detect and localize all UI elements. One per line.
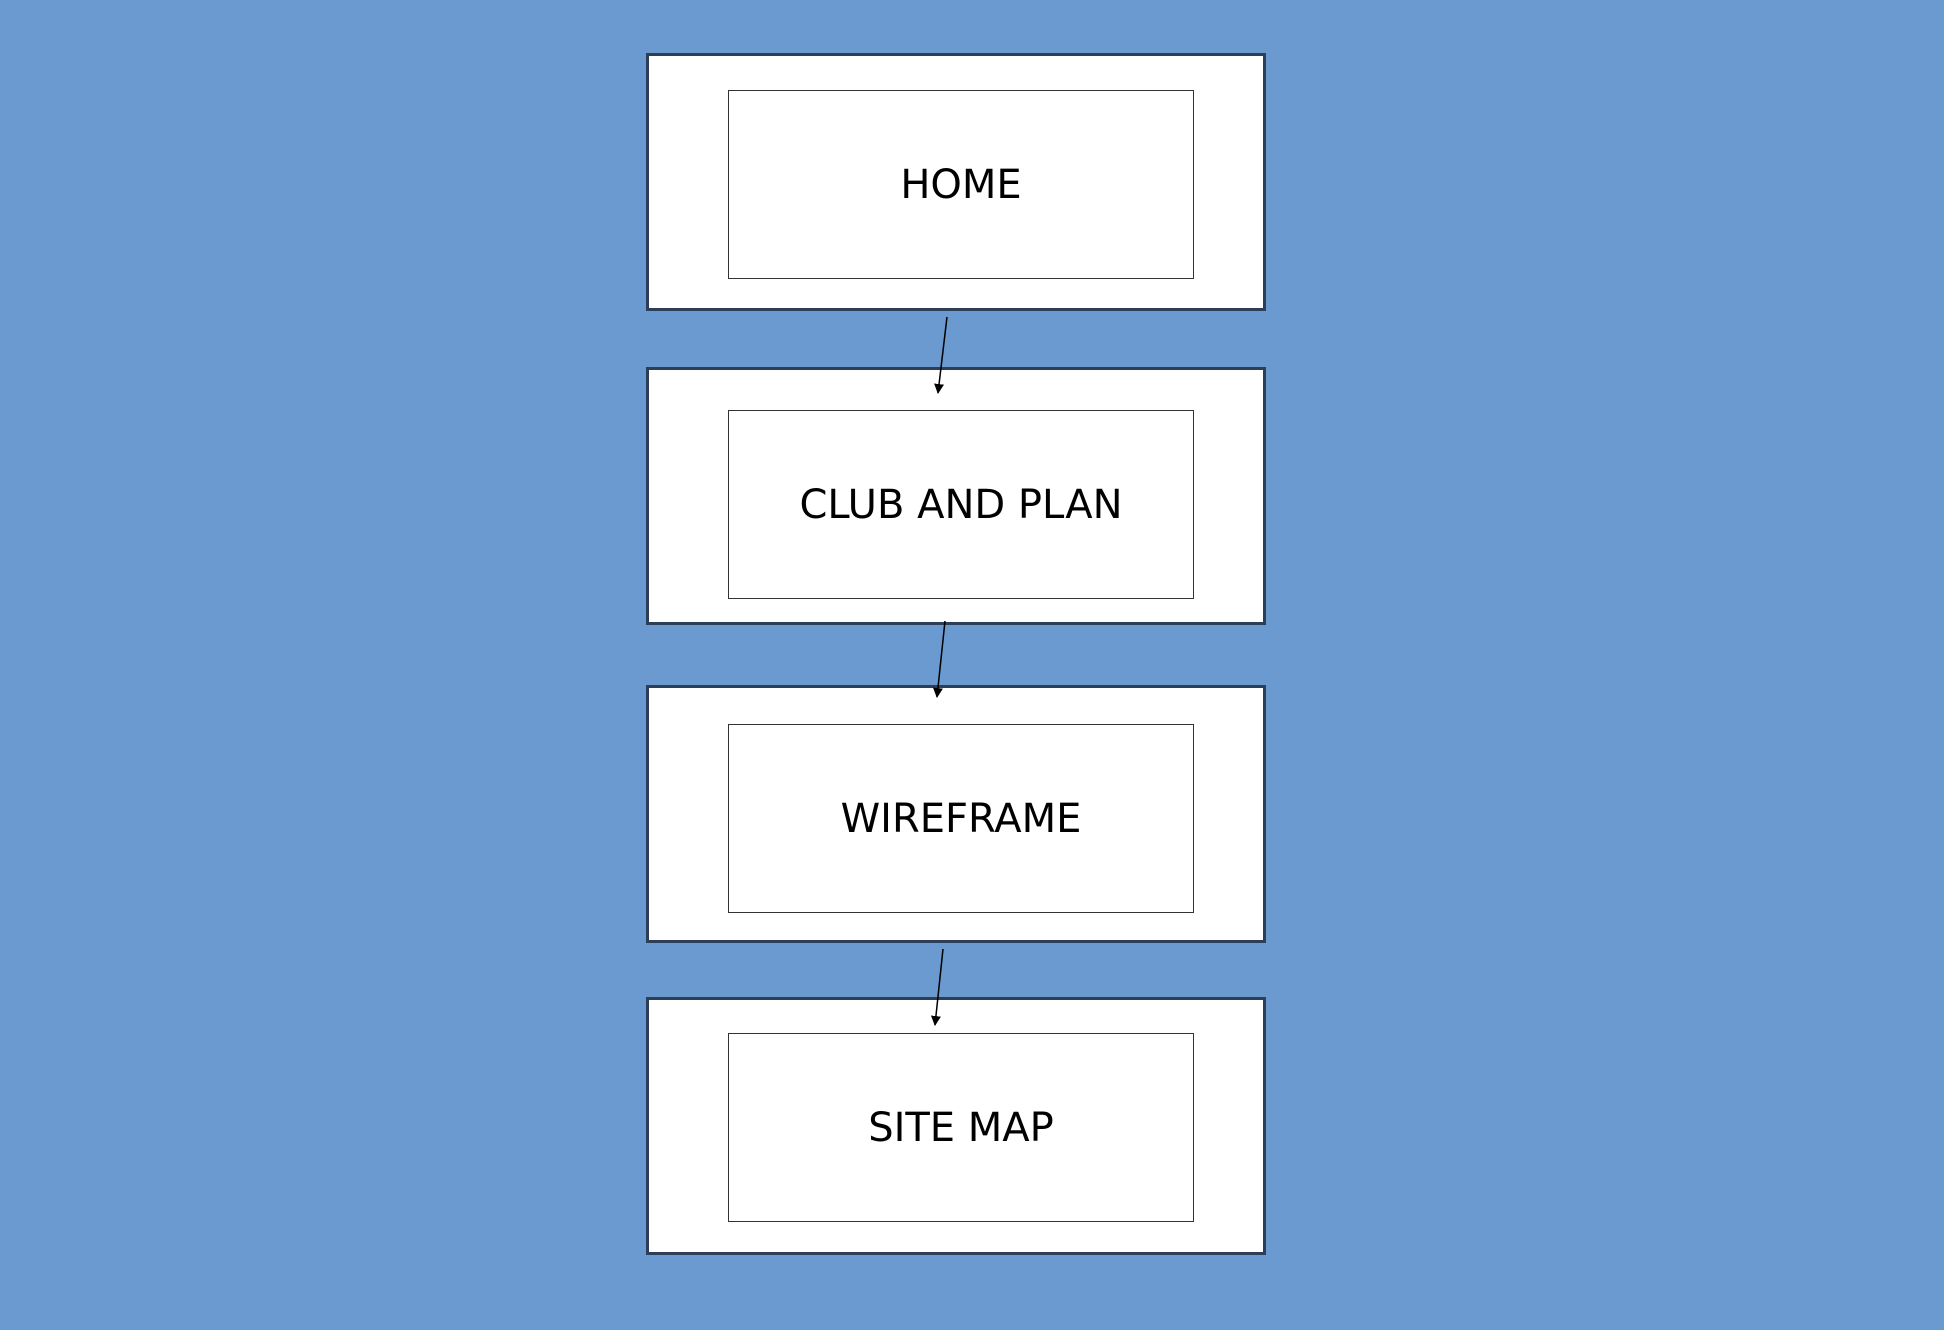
node-site-map-label: SITE MAP [868, 1104, 1054, 1151]
node-site-map-inner: SITE MAP [728, 1033, 1194, 1222]
node-club-and-plan-label: CLUB AND PLAN [799, 481, 1123, 528]
node-home: HOME [646, 53, 1266, 311]
node-wireframe-label: WIREFRAME [840, 795, 1082, 842]
node-home-label: HOME [900, 161, 1022, 208]
node-wireframe: WIREFRAME [646, 685, 1266, 943]
node-club-and-plan: CLUB AND PLAN [646, 367, 1266, 625]
node-club-and-plan-inner: CLUB AND PLAN [728, 410, 1194, 599]
node-wireframe-inner: WIREFRAME [728, 724, 1194, 913]
node-home-inner: HOME [728, 90, 1194, 279]
node-site-map: SITE MAP [646, 997, 1266, 1255]
